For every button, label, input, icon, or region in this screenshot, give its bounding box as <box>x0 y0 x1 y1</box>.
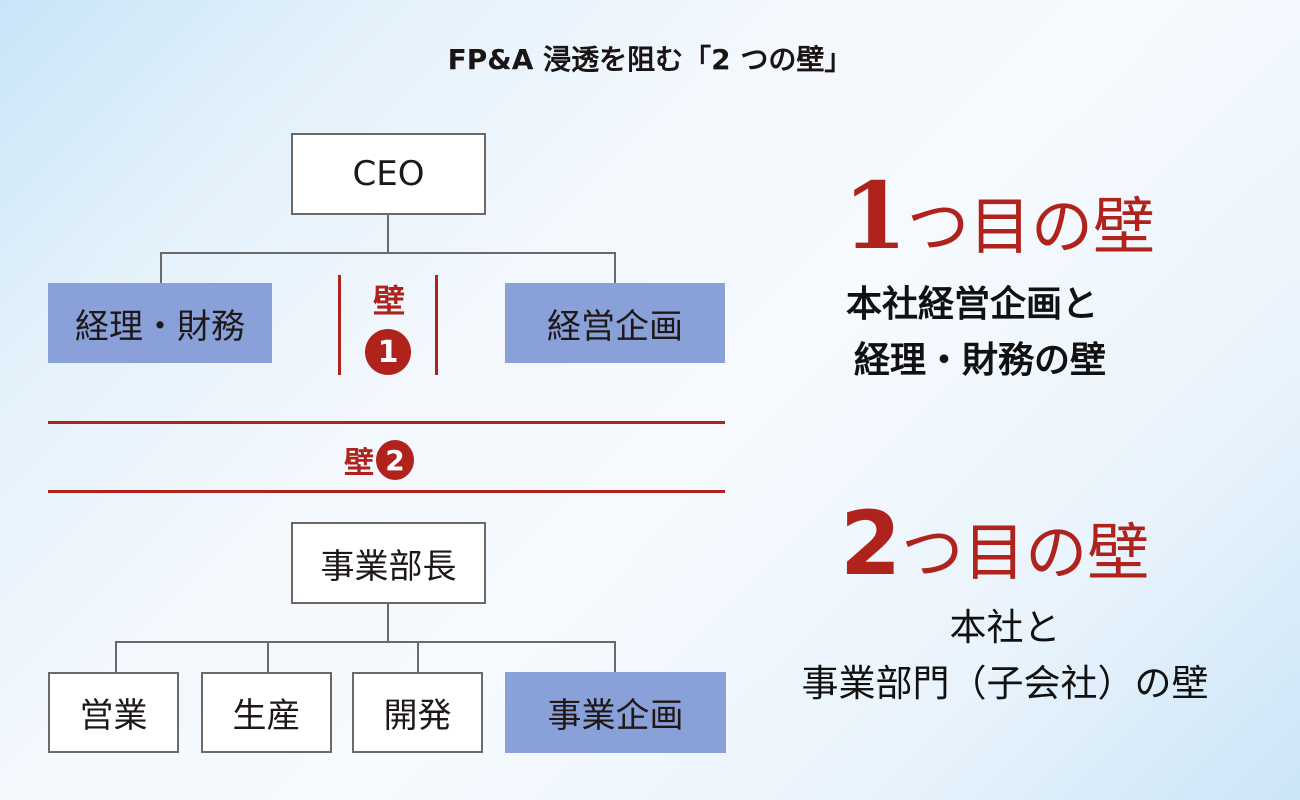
badge-number: 1 <box>377 334 399 370</box>
org-node-label: 事業部長 <box>320 546 457 587</box>
wall-1-description-line: 経理・財務の壁 <box>854 340 1107 381</box>
org-node-division-head: 事業部長 <box>291 522 486 604</box>
connector-to-sales <box>115 641 117 672</box>
wall-2-bottom-line <box>48 490 725 493</box>
wall-2-number-badge: 2 <box>376 440 414 480</box>
org-node-ceo: CEO <box>291 133 486 215</box>
wall-1-description-line: 本社経営企画と <box>846 284 1099 325</box>
wall-1-left-line <box>338 275 341 375</box>
org-node-label: 経理・財務 <box>75 306 245 347</box>
wall-2-top-line <box>48 421 725 424</box>
wall-2-marker: 壁 2 <box>344 438 414 482</box>
wall-2-label: 壁 <box>344 446 374 481</box>
connector-to-business-planning <box>614 641 616 672</box>
org-node-production: 生産 <box>201 672 332 753</box>
org-node-corporate-planning: 経営企画 <box>505 283 725 363</box>
wall-2-description-line: 事業部門（子会社）の壁 <box>801 662 1209 705</box>
org-node-label: 営業 <box>79 696 148 736</box>
wall-1-description: 本社経営企画と 経理・財務の壁 <box>830 277 1180 389</box>
org-node-label: CEO <box>352 154 425 194</box>
wall-2-heading-number: 2 <box>840 492 902 595</box>
org-node-sales: 営業 <box>48 672 179 753</box>
wall-2-description-line: 本社と <box>949 606 1061 649</box>
wall-2-description: 本社と 事業部門（子会社）の壁 <box>760 600 1250 712</box>
org-node-accounting-finance: 経理・財務 <box>48 283 272 363</box>
wall-1-heading: 1つ目の壁 <box>843 162 1155 270</box>
connector-top-horizontal <box>160 252 616 254</box>
connector-bottom-horizontal <box>115 641 616 643</box>
wall-2-heading-text: つ目の壁 <box>901 516 1150 589</box>
org-node-label: 生産 <box>232 696 301 736</box>
wall-1-number-badge: 1 <box>365 329 411 375</box>
connector-to-corporate-planning <box>614 252 616 283</box>
connector-ceo-down <box>387 215 389 253</box>
connector-to-development <box>417 641 419 672</box>
connector-division-head-down <box>387 604 389 642</box>
wall-1-right-line <box>435 275 438 375</box>
org-node-label: 開発 <box>383 696 452 736</box>
org-node-development: 開発 <box>352 672 483 753</box>
diagram-title: FP&A 浸透を阻む「2 つの壁」 <box>447 43 853 76</box>
connector-to-production <box>267 641 269 672</box>
org-node-business-planning: 事業企画 <box>505 672 726 753</box>
wall-2-heading: 2つ目の壁 <box>840 492 1149 595</box>
badge-number: 2 <box>385 443 405 477</box>
wall-1-heading-number: 1 <box>843 162 908 270</box>
org-node-label: 経営企画 <box>547 306 683 347</box>
org-node-label: 事業企画 <box>547 696 684 736</box>
wall-1-heading-text: つ目の壁 <box>907 190 1156 263</box>
wall-1-label: 壁 <box>372 282 405 320</box>
connector-to-accounting <box>160 252 162 283</box>
